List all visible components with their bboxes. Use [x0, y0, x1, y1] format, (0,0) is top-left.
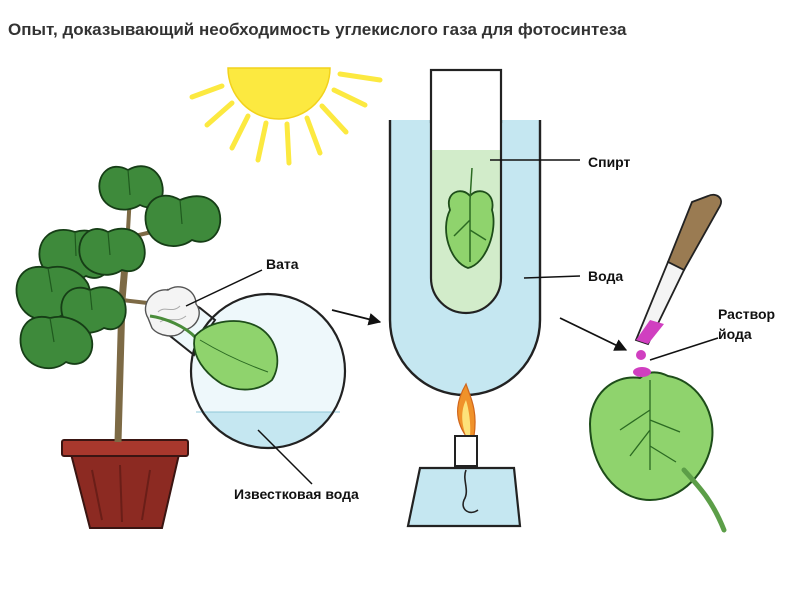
heated-water-bath: [388, 68, 542, 528]
sun-icon: [189, 67, 383, 166]
leaf-in-alcohol: [445, 167, 495, 269]
process-arrows: [331, 309, 628, 351]
cotton-plug: [144, 286, 200, 337]
inner-test-tube: [429, 120, 503, 315]
arrow-to-iodine-test: [559, 317, 628, 351]
diagram-title: Опыт, доказывающий необходимость углекис…: [8, 20, 627, 39]
iodine-drop: [636, 350, 646, 360]
alcohol-lamp: [406, 435, 522, 528]
flask-with-lime-water: [144, 286, 347, 450]
sun-rays: [189, 71, 383, 166]
leaf-petiole: [149, 314, 198, 340]
label-iodine-line2: йода: [718, 326, 752, 342]
leaf-in-flask: [193, 320, 279, 391]
arrow-to-heating: [331, 309, 382, 326]
label-alcohol: Спирт: [588, 154, 631, 170]
iodine-pipette: [634, 193, 722, 360]
label-water: Вода: [588, 268, 624, 284]
tested-leaf: [588, 367, 727, 533]
plant-leaves: [15, 165, 222, 370]
label-iodine-line1: Раствор: [718, 306, 776, 322]
potted-plant: [15, 165, 222, 529]
flame-icon: [457, 382, 476, 437]
label-iodine-solution: Раствор йода: [718, 304, 775, 344]
flower-pot: [61, 439, 189, 529]
label-lime-water: Известковая вода: [234, 486, 359, 502]
label-cotton: Вата: [266, 256, 299, 272]
label-leader-lines: [185, 159, 719, 485]
flask-body: [189, 292, 347, 450]
tested-leaf-stem: [681, 467, 727, 533]
